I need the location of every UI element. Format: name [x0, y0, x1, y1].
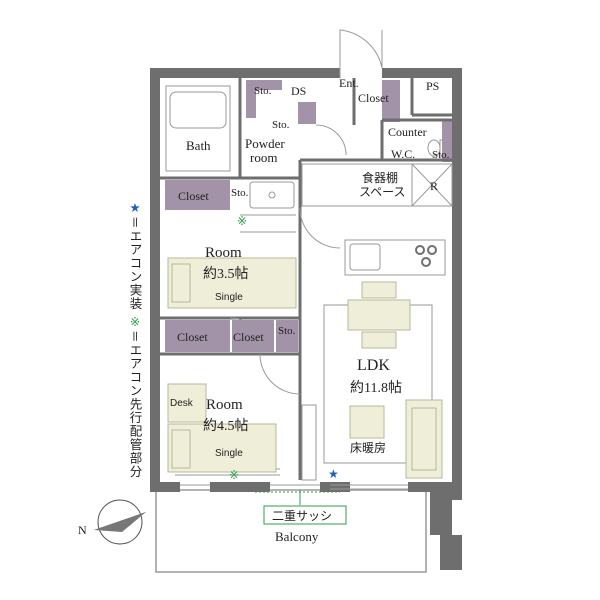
label-ds: DS — [291, 84, 306, 98]
double-sash: 二重サッシ — [255, 490, 347, 525]
label-wc: W.C. — [391, 147, 415, 161]
label-closet-b: Closet — [233, 330, 264, 344]
label-sash: 二重サッシ — [272, 509, 332, 523]
label-closet-a: Closet — [177, 330, 208, 344]
label-closet-ent: Closet — [358, 91, 389, 105]
dining-table — [347, 299, 411, 331]
label-ldk-size: 約11.8帖 — [350, 380, 402, 396]
sto-fill-room — [276, 320, 298, 352]
label-sto-mid: Sto. — [272, 119, 290, 131]
closet-fill-ent — [382, 80, 400, 122]
sto-fill-top-b — [246, 80, 282, 90]
room-labels: Bath Sto. DS Sto. Powder room Ent. Close… — [170, 76, 450, 544]
label-sto-wc: Sto. — [432, 149, 450, 161]
label-yuka: 床暖房 — [350, 440, 386, 455]
legend-ac-piping: ※＝エアコン先行配管部分 — [127, 314, 142, 479]
label-ent: Ent. — [339, 76, 359, 90]
label-closet-top: Closet — [178, 189, 209, 203]
legend-ac-installed: ★＝エアコン実装 — [127, 200, 142, 311]
furniture — [167, 257, 443, 479]
label-sto-top: Sto. — [254, 85, 272, 97]
label-r: R — [430, 179, 438, 193]
north-arrow: N — [78, 499, 146, 545]
kitchen-counter — [344, 239, 446, 276]
label-sto-room: Sto. — [278, 325, 296, 337]
label-room1-size: 約3.5帖 — [203, 266, 249, 282]
label-counter: Counter — [388, 125, 427, 139]
label-single2: Single — [215, 448, 243, 459]
closet-fill-b — [232, 320, 274, 352]
door-swings — [229, 29, 383, 395]
label-room2-size: 約4.5帖 — [203, 418, 249, 434]
label-shokki-1: 食器棚 — [362, 170, 398, 185]
label-room2: Room — [206, 397, 243, 413]
label-desk: Desk — [170, 398, 194, 409]
kome-icon: ※ — [229, 468, 239, 482]
label-powder-1: Powder — [245, 136, 285, 151]
ds-fill — [298, 102, 316, 124]
label-shokki-2: スペース — [359, 185, 406, 199]
wc-fixtures — [427, 139, 447, 157]
legend-kome-text: ＝エアコン先行配管部分 — [127, 330, 142, 479]
label-room1: Room — [205, 245, 242, 261]
label-north: N — [78, 523, 87, 537]
label-powder-2: room — [250, 150, 277, 165]
label-single1: Single — [215, 292, 243, 303]
legend-star-text: ＝エアコン実装 — [127, 216, 142, 311]
label-sto-closet: Sto. — [231, 187, 249, 199]
label-balcony: Balcony — [275, 529, 319, 544]
star-icon: ★ — [127, 200, 142, 216]
desk-furniture — [167, 383, 207, 423]
storage-fills — [165, 80, 456, 352]
kome-icon: ※ — [237, 214, 247, 228]
label-ldk: LDK — [357, 357, 390, 374]
sto-fill-top-a — [246, 80, 256, 118]
label-ps: PS — [426, 79, 439, 93]
kome-icon: ※ — [127, 314, 142, 330]
coffee-table — [349, 405, 385, 439]
balcony-area — [155, 489, 427, 573]
closet-fill-top — [165, 180, 230, 210]
compass-circle — [97, 499, 143, 545]
star-icon: ★ — [328, 467, 339, 481]
label-bath: Bath — [186, 138, 211, 153]
outer-walls — [150, 68, 462, 570]
closet-fill-a — [165, 320, 230, 352]
ac-markers: ※ ※ ★ — [229, 214, 339, 482]
